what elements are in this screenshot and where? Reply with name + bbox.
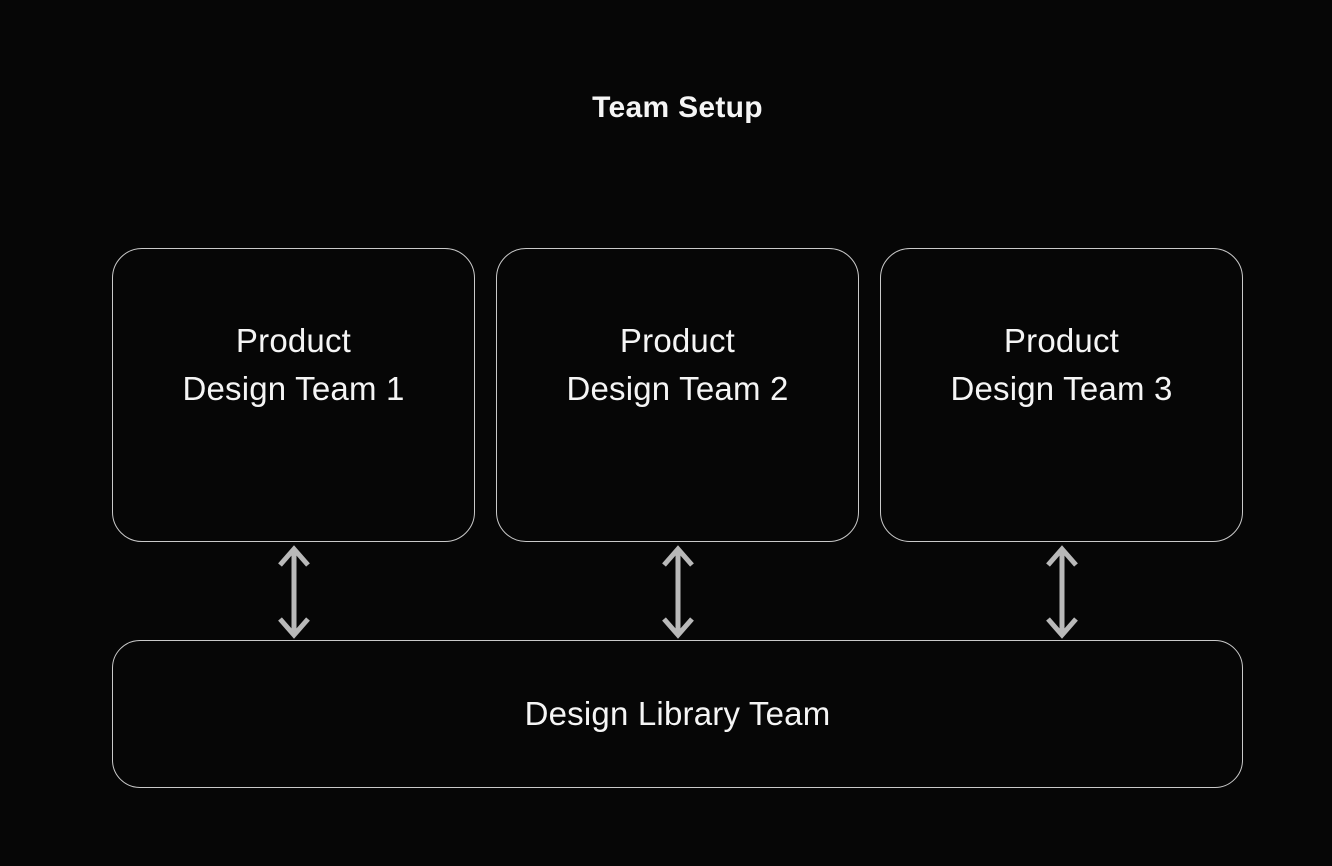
double-arrow-icon-1 [112,544,475,640]
team-box-1-label-line1: Product [235,322,352,359]
team-box-3-label-line1: Product [1003,322,1120,359]
team-box-1-label: Product Design Team 1 [182,317,404,413]
team-box-1-label-line2: Design Team 1 [182,370,405,407]
team-box-3: Product Design Team 3 [880,248,1243,542]
team-box-2-label-line2: Design Team 2 [566,370,789,407]
diagram-title: Team Setup [592,91,763,124]
team-box-1: Product Design Team 1 [112,248,475,542]
double-arrow-icon-3 [880,544,1243,640]
teams-row: Product Design Team 1 Product Design Tea… [112,248,1243,542]
library-team-label: Design Library Team [524,695,831,732]
team-box-3-label: Product Design Team 3 [950,317,1172,413]
team-box-2-label-line1: Product [619,322,736,359]
library-team-box: Design Library Team [112,640,1243,788]
team-box-2: Product Design Team 2 [496,248,859,542]
team-box-3-label-line2: Design Team 3 [950,370,1173,407]
arrows-row [112,544,1243,640]
team-box-2-label: Product Design Team 2 [566,317,788,413]
double-arrow-icon-2 [496,544,859,640]
